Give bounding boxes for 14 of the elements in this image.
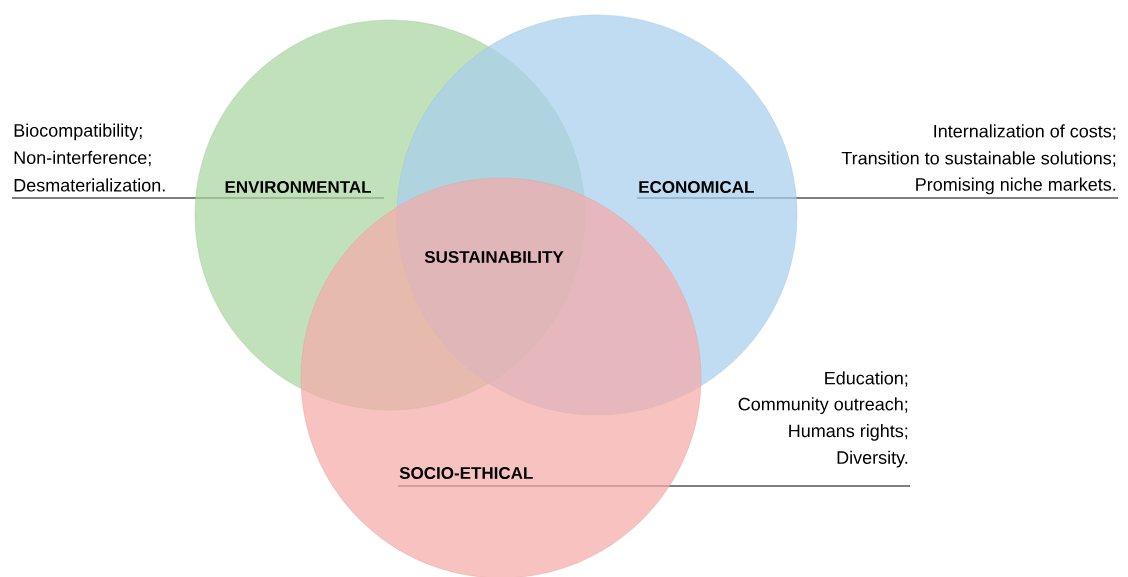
list-item: Internalization of costs; <box>934 124 1116 140</box>
list-item: Humans rights; <box>789 424 908 441</box>
list-item: Desmaterialization. <box>14 178 165 192</box>
list-item: Biocompatibility; <box>14 123 142 141</box>
list-item: Community outreach; <box>738 397 908 415</box>
circle-label: ECONOMICAL <box>639 180 754 193</box>
list-item: Promising niche markets. <box>916 177 1116 195</box>
circle-label: SOCIO-ETHICAL <box>399 466 533 479</box>
list-item: Non-interference; <box>14 150 151 167</box>
list-item: Transition to sustainable solutions; <box>841 151 1116 167</box>
list-item: Education; <box>825 371 908 387</box>
circle-label: ENVIRONMENTAL <box>225 180 371 193</box>
list-item: Diversity. <box>837 450 908 468</box>
center-label: SUSTAINABILITY <box>424 250 564 263</box>
